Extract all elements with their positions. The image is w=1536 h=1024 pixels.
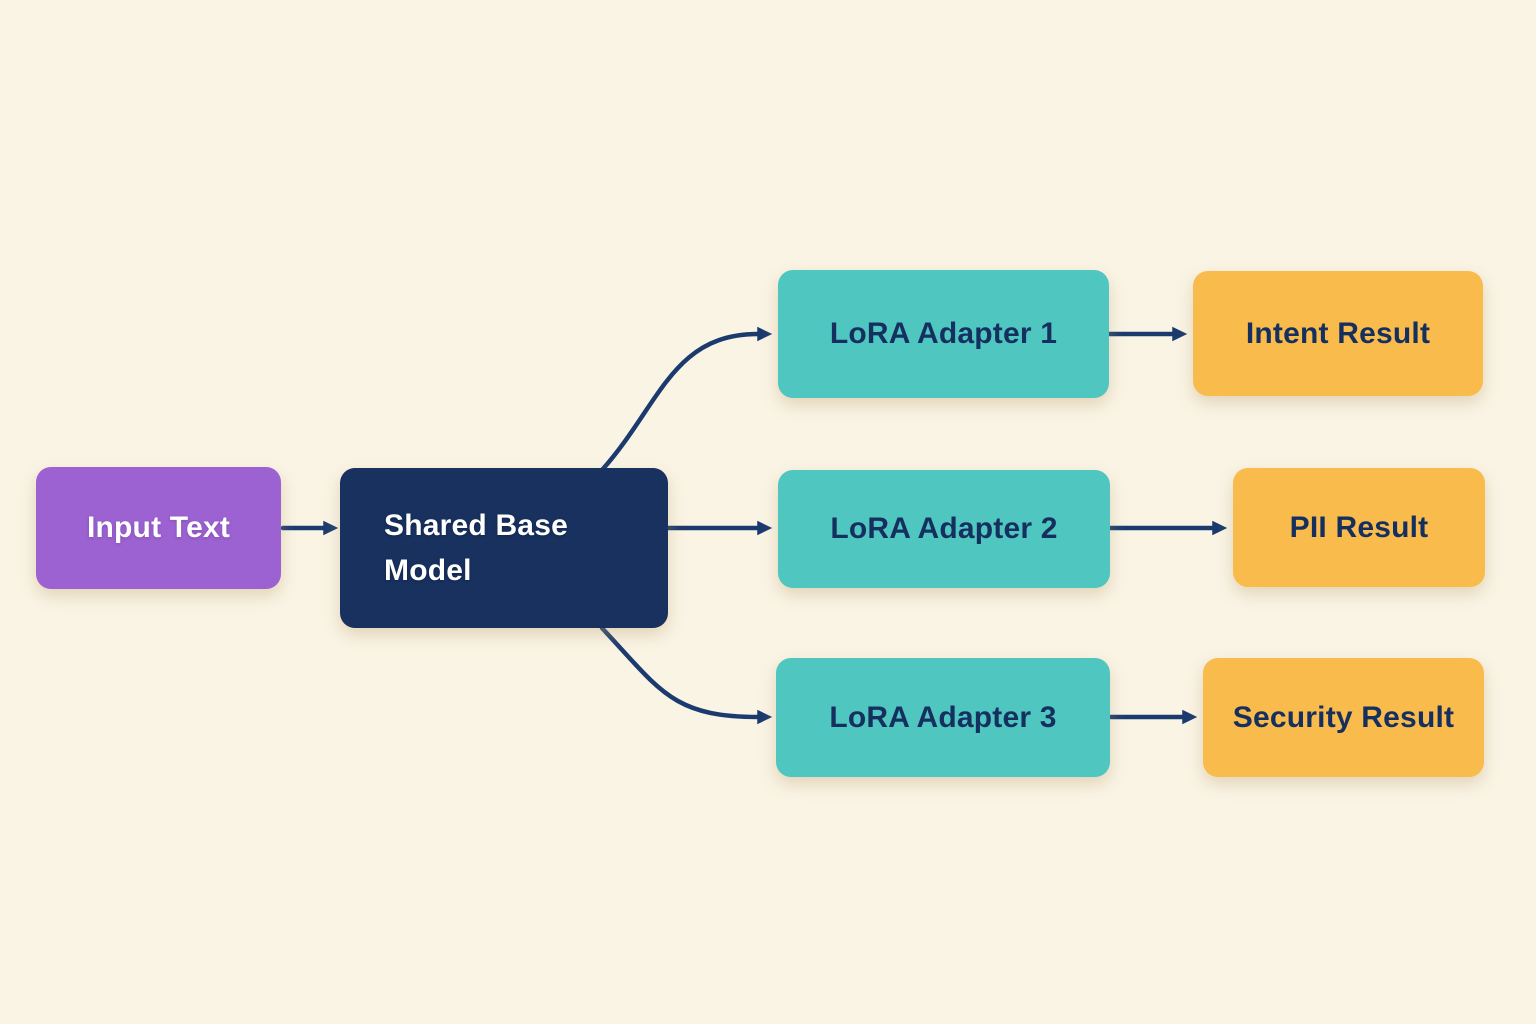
node-label: Intent Result [1245, 316, 1431, 350]
node-security-result: Security Result [1203, 658, 1484, 777]
arrow-base-to-adapter3 [599, 625, 773, 725]
node-lora-adapter-3: LoRA Adapter 3 [776, 658, 1110, 777]
node-label: LoRA Adapter 1 [829, 317, 1058, 350]
node-label: Security Result [1232, 700, 1455, 734]
node-label: Input Text [86, 511, 231, 544]
node-pii-result: PII Result [1233, 468, 1485, 587]
node-label: Shared Base Model [384, 509, 568, 587]
node-intent-result: Intent Result [1193, 271, 1483, 396]
arrow-base-to-adapter1 [599, 326, 773, 473]
node-input-text: Input Text [36, 467, 281, 589]
node-lora-adapter-2: LoRA Adapter 2 [778, 470, 1110, 588]
node-label: LoRA Adapter 2 [830, 512, 1058, 545]
node-shared-base-model: Shared Base Model [340, 468, 668, 628]
node-label: PII Result [1289, 510, 1429, 544]
node-label: LoRA Adapter 3 [829, 700, 1057, 734]
node-lora-adapter-1: LoRA Adapter 1 [778, 270, 1109, 398]
